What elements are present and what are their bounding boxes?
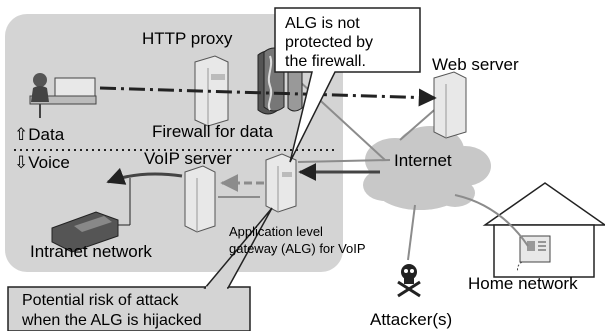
user-workstation-icon [29, 73, 97, 118]
web-server-label: Web server [432, 55, 519, 74]
intranet-label: Intranet network [30, 242, 152, 261]
attackers-label: Attacker(s) [370, 310, 452, 329]
voip-server-icon [184, 165, 216, 233]
alg-label-line-2: gateway (ALG) for VoIP [229, 241, 366, 256]
alg-callout-line-1: ALG is not [285, 15, 360, 32]
voip-server-label: VoIP server [144, 149, 232, 168]
data-label: ⇧Data [14, 125, 65, 144]
voice-flow-arrow-phone [106, 167, 183, 185]
alg-callout [274, 7, 421, 163]
firewall-label: Firewall for data [152, 122, 273, 141]
risk-callout [7, 207, 273, 331]
alg-callout-line-3: the firewall. [285, 53, 366, 70]
home-network-label: Home network [468, 274, 578, 293]
alg-label-line-1: Application level [229, 224, 323, 239]
data-flow-arrow [99, 86, 437, 107]
alg-callout-line-2: protected by [285, 34, 373, 51]
alg-server-icon [265, 153, 297, 213]
internet-label: Internet [394, 151, 452, 170]
telephone-icon [51, 178, 131, 253]
home-house-icon [482, 182, 605, 278]
risk-callout-line-1: Potential risk of attack [22, 292, 180, 309]
http-proxy-label: HTTP proxy [142, 29, 233, 48]
risk-callout-line-2: when the ALG is hijacked [21, 312, 202, 329]
voice-label: ⇩Voice [14, 153, 70, 172]
firewall-server-icon [194, 55, 229, 127]
web-server-icon [433, 71, 467, 139]
skull-icon [397, 264, 421, 298]
